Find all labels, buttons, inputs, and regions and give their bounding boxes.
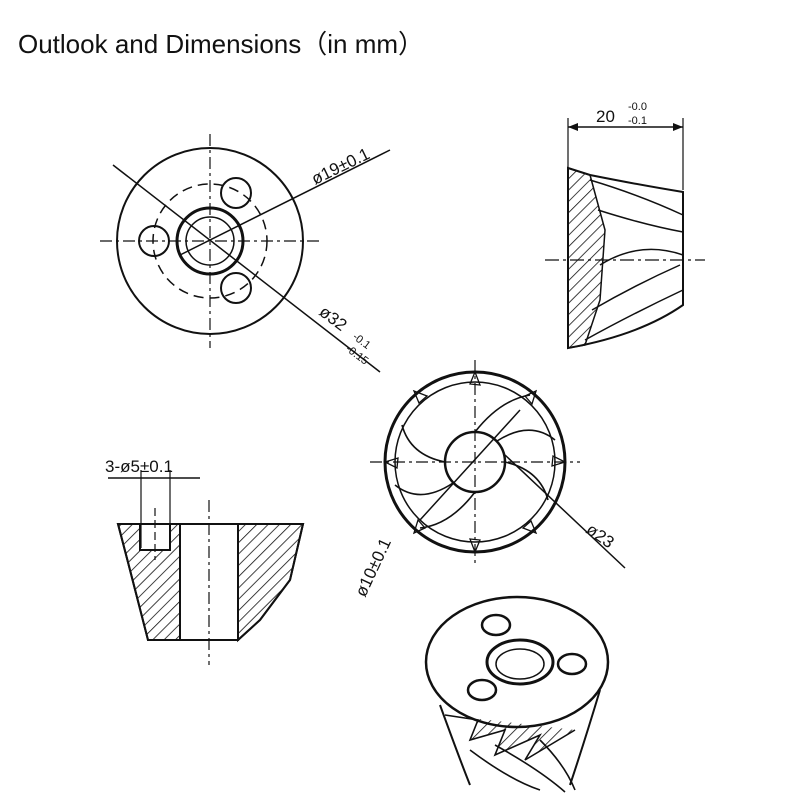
top-view-dia-main-label: ø19±0.1 (308, 144, 372, 188)
bottom-view-dia-outer-label: ø23 (583, 520, 618, 552)
page-title: Outlook and Dimensions（in mm） (18, 29, 425, 59)
iso-view-body-left-edge (439, 704, 471, 786)
side-view-width-tol-lower: -0.1 (628, 115, 647, 127)
iso-view-teeth-band (444, 714, 576, 761)
bottom-view-outer-dim-line (504, 454, 626, 569)
section-view-outline (116, 523, 305, 641)
top-view-hole-1 (220, 177, 252, 209)
top-view-dia-outer-label: ø32 (316, 302, 351, 335)
bottom-view-dia-bore-label: ø10±0.1 (351, 535, 395, 599)
top-view-main-dim-line (179, 149, 391, 256)
iso-view-flute-3 (539, 739, 576, 791)
side-view-flute-4 (591, 264, 681, 311)
bottom-view-blades (394, 394, 556, 529)
top-view-outer-dim-line (112, 164, 381, 373)
iso-view-flute-2 (494, 744, 566, 793)
iso-view (424, 595, 610, 793)
iso-view-top-face (424, 595, 610, 729)
iso-view-hole-2 (556, 652, 588, 676)
iso-view-hole-3 (466, 678, 498, 702)
side-view-tooth-band (567, 166, 606, 349)
iso-view-flute-1 (469, 749, 541, 791)
section-view (108, 470, 305, 665)
side-view-flute-2 (597, 209, 684, 233)
side-view-flute-1 (589, 179, 684, 216)
side-view-flute-3 (599, 248, 684, 266)
side-view-width-label: 20 (596, 107, 615, 126)
section-view-right-hatch (237, 523, 305, 643)
side-view-flute-5 (584, 289, 684, 341)
side-view-width-tol-upper: -0.0 (628, 101, 647, 113)
iso-view-center-bore-inner (495, 648, 545, 680)
top-view-hole-3 (220, 272, 252, 304)
side-view-arrow-right (673, 123, 683, 131)
bottom-view-bore-dim-line (419, 409, 521, 521)
iso-view-hole-1 (480, 613, 512, 637)
top-view (100, 134, 391, 373)
section-view-holes-label: 3-ø5±0.1 (105, 457, 173, 476)
bottom-view (370, 360, 626, 569)
side-view-arrow-left (568, 123, 578, 131)
iso-view-center-bore (485, 638, 555, 686)
side-view (545, 118, 705, 350)
iso-view-body-right-edge (569, 689, 601, 786)
side-view-body-outline (567, 166, 684, 350)
